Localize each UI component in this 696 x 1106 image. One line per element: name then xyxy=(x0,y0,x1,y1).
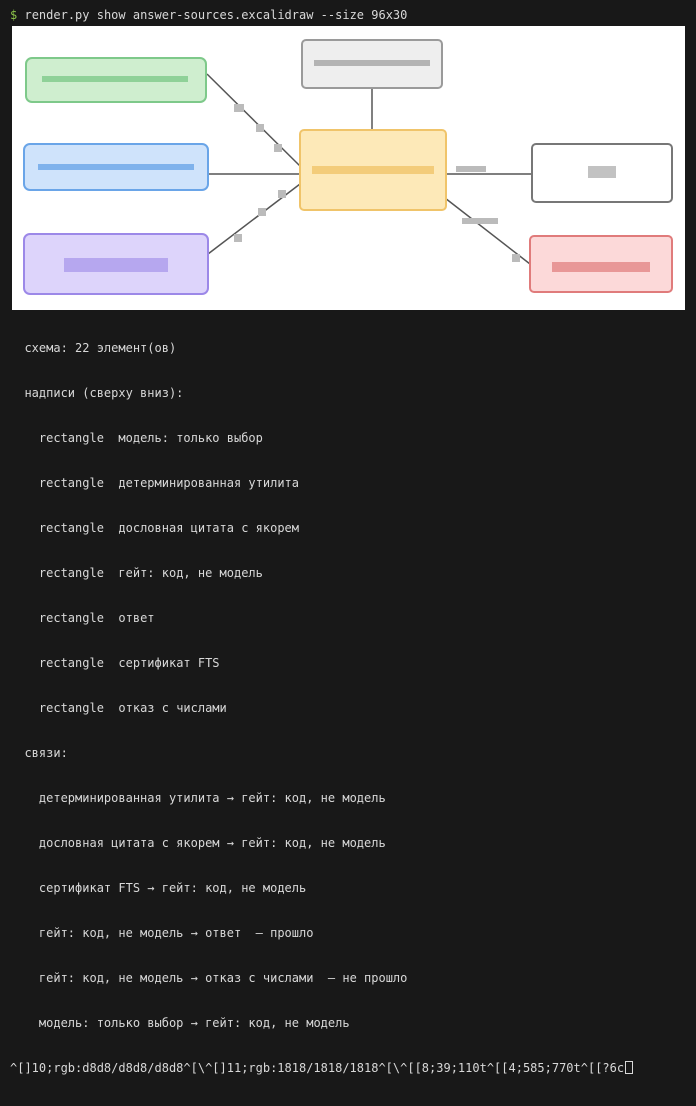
link-row: сертификат FTS → гейт: код, не модель xyxy=(10,881,690,896)
summary-text: схема: 22 элемент(ов) xyxy=(24,341,177,355)
label-kind: rectangle xyxy=(38,701,104,715)
label-row: rectangle отказ с числами xyxy=(10,701,690,716)
box-refusal-numbers-left xyxy=(23,233,209,295)
command-line: $ render.py show answer-sources.excalidr… xyxy=(10,8,407,23)
escape-sequence-line: ^[]10;rgb:d8d8/d8d8/d8d8^[\^[]11;rgb:181… xyxy=(10,1061,690,1076)
label-kind: rectangle xyxy=(38,476,104,490)
edge-label-mark xyxy=(456,166,486,172)
box-refusal-with-numbers xyxy=(529,235,673,293)
command-output: схема: 22 элемент(ов) надписи (сверху вн… xyxy=(10,311,690,1106)
link-row: гейт: код, не модель → отказ с числами —… xyxy=(10,971,690,986)
link-row: гейт: код, не модель → ответ — прошло xyxy=(10,926,690,941)
label-row: rectangle дословная цитата с якорем xyxy=(10,521,690,536)
escape-text: ^[]10;rgb:d8d8/d8d8/d8d8^[\^[]11;rgb:181… xyxy=(10,1061,625,1075)
label-row: rectangle гейт: код, не модель xyxy=(10,566,690,581)
label-row: rectangle сертификат FTS xyxy=(10,656,690,671)
link-text: дословная цитата с якорем → гейт: код, н… xyxy=(38,836,386,850)
edge-label-mark xyxy=(278,190,286,198)
label-text: гейт: код, не модель xyxy=(118,566,263,580)
label-kind: rectangle xyxy=(38,431,104,445)
label-row: rectangle ответ xyxy=(10,611,690,626)
edge-label-mark xyxy=(234,234,242,242)
label-text: ответ xyxy=(118,611,155,625)
link-text: модель: только выбор → гейт: код, не мод… xyxy=(38,1016,350,1030)
summary-line: схема: 22 элемент(ов) xyxy=(10,341,690,356)
edge-label-mark xyxy=(512,254,520,262)
command-text: render.py show answer-sources.excalidraw… xyxy=(24,8,408,22)
terminal-cursor[interactable] xyxy=(625,1061,634,1074)
links-header-text: связи: xyxy=(24,746,68,760)
label-kind: rectangle xyxy=(38,566,104,580)
label-row: rectangle детерминированная утилита xyxy=(10,476,690,491)
edge-label-mark xyxy=(234,104,244,112)
label-text: детерминированная утилита xyxy=(118,476,300,490)
box-verbatim-quote xyxy=(23,143,209,191)
labels-header-text: надписи (сверху вниз): xyxy=(24,386,184,400)
link-text: сертификат FTS → гейт: код, не модель xyxy=(38,881,307,895)
label-kind: rectangle xyxy=(38,611,104,625)
links-header: связи: xyxy=(10,746,690,761)
link-row: дословная цитата с якорем → гейт: код, н… xyxy=(10,836,690,851)
label-text: отказ с числами xyxy=(118,701,227,715)
link-text: гейт: код, не модель → отказ с числами —… xyxy=(38,971,408,985)
box-answer xyxy=(531,143,673,203)
connector-fts-to-gate xyxy=(207,183,301,255)
link-text: детерминированная утилита → гейт: код, н… xyxy=(38,791,386,805)
label-kind: rectangle xyxy=(38,521,104,535)
link-row: модель: только выбор → гейт: код, не мод… xyxy=(10,1016,690,1031)
label-row: rectangle модель: только выбор xyxy=(10,431,690,446)
label-kind: rectangle xyxy=(38,656,104,670)
link-text: гейт: код, не модель → ответ — прошло xyxy=(38,926,314,940)
label-text: сертификат FTS xyxy=(118,656,220,670)
terminal-window: $ render.py show answer-sources.excalidr… xyxy=(10,8,685,1075)
diagram-canvas xyxy=(23,39,673,295)
connector-model-to-gate xyxy=(206,73,301,167)
edge-label-mark xyxy=(462,218,498,224)
link-row: детерминированная утилита → гейт: код, н… xyxy=(10,791,690,806)
box-gate xyxy=(299,129,447,211)
connectors xyxy=(206,73,532,265)
connector-labels xyxy=(234,104,520,262)
edge-label-mark xyxy=(258,208,266,216)
label-text: дословная цитата с якорем xyxy=(118,521,300,535)
box-model-only-choice xyxy=(25,57,207,103)
label-text: модель: только выбор xyxy=(118,431,263,445)
labels-header: надписи (сверху вниз): xyxy=(10,386,690,401)
prompt-symbol: $ xyxy=(10,8,18,22)
diagram-preview xyxy=(12,26,685,310)
connector-gate-to-refusal xyxy=(444,197,531,265)
box-deterministic-utility xyxy=(301,39,443,89)
edge-label-mark xyxy=(256,124,264,132)
edge-label-mark xyxy=(274,144,282,152)
